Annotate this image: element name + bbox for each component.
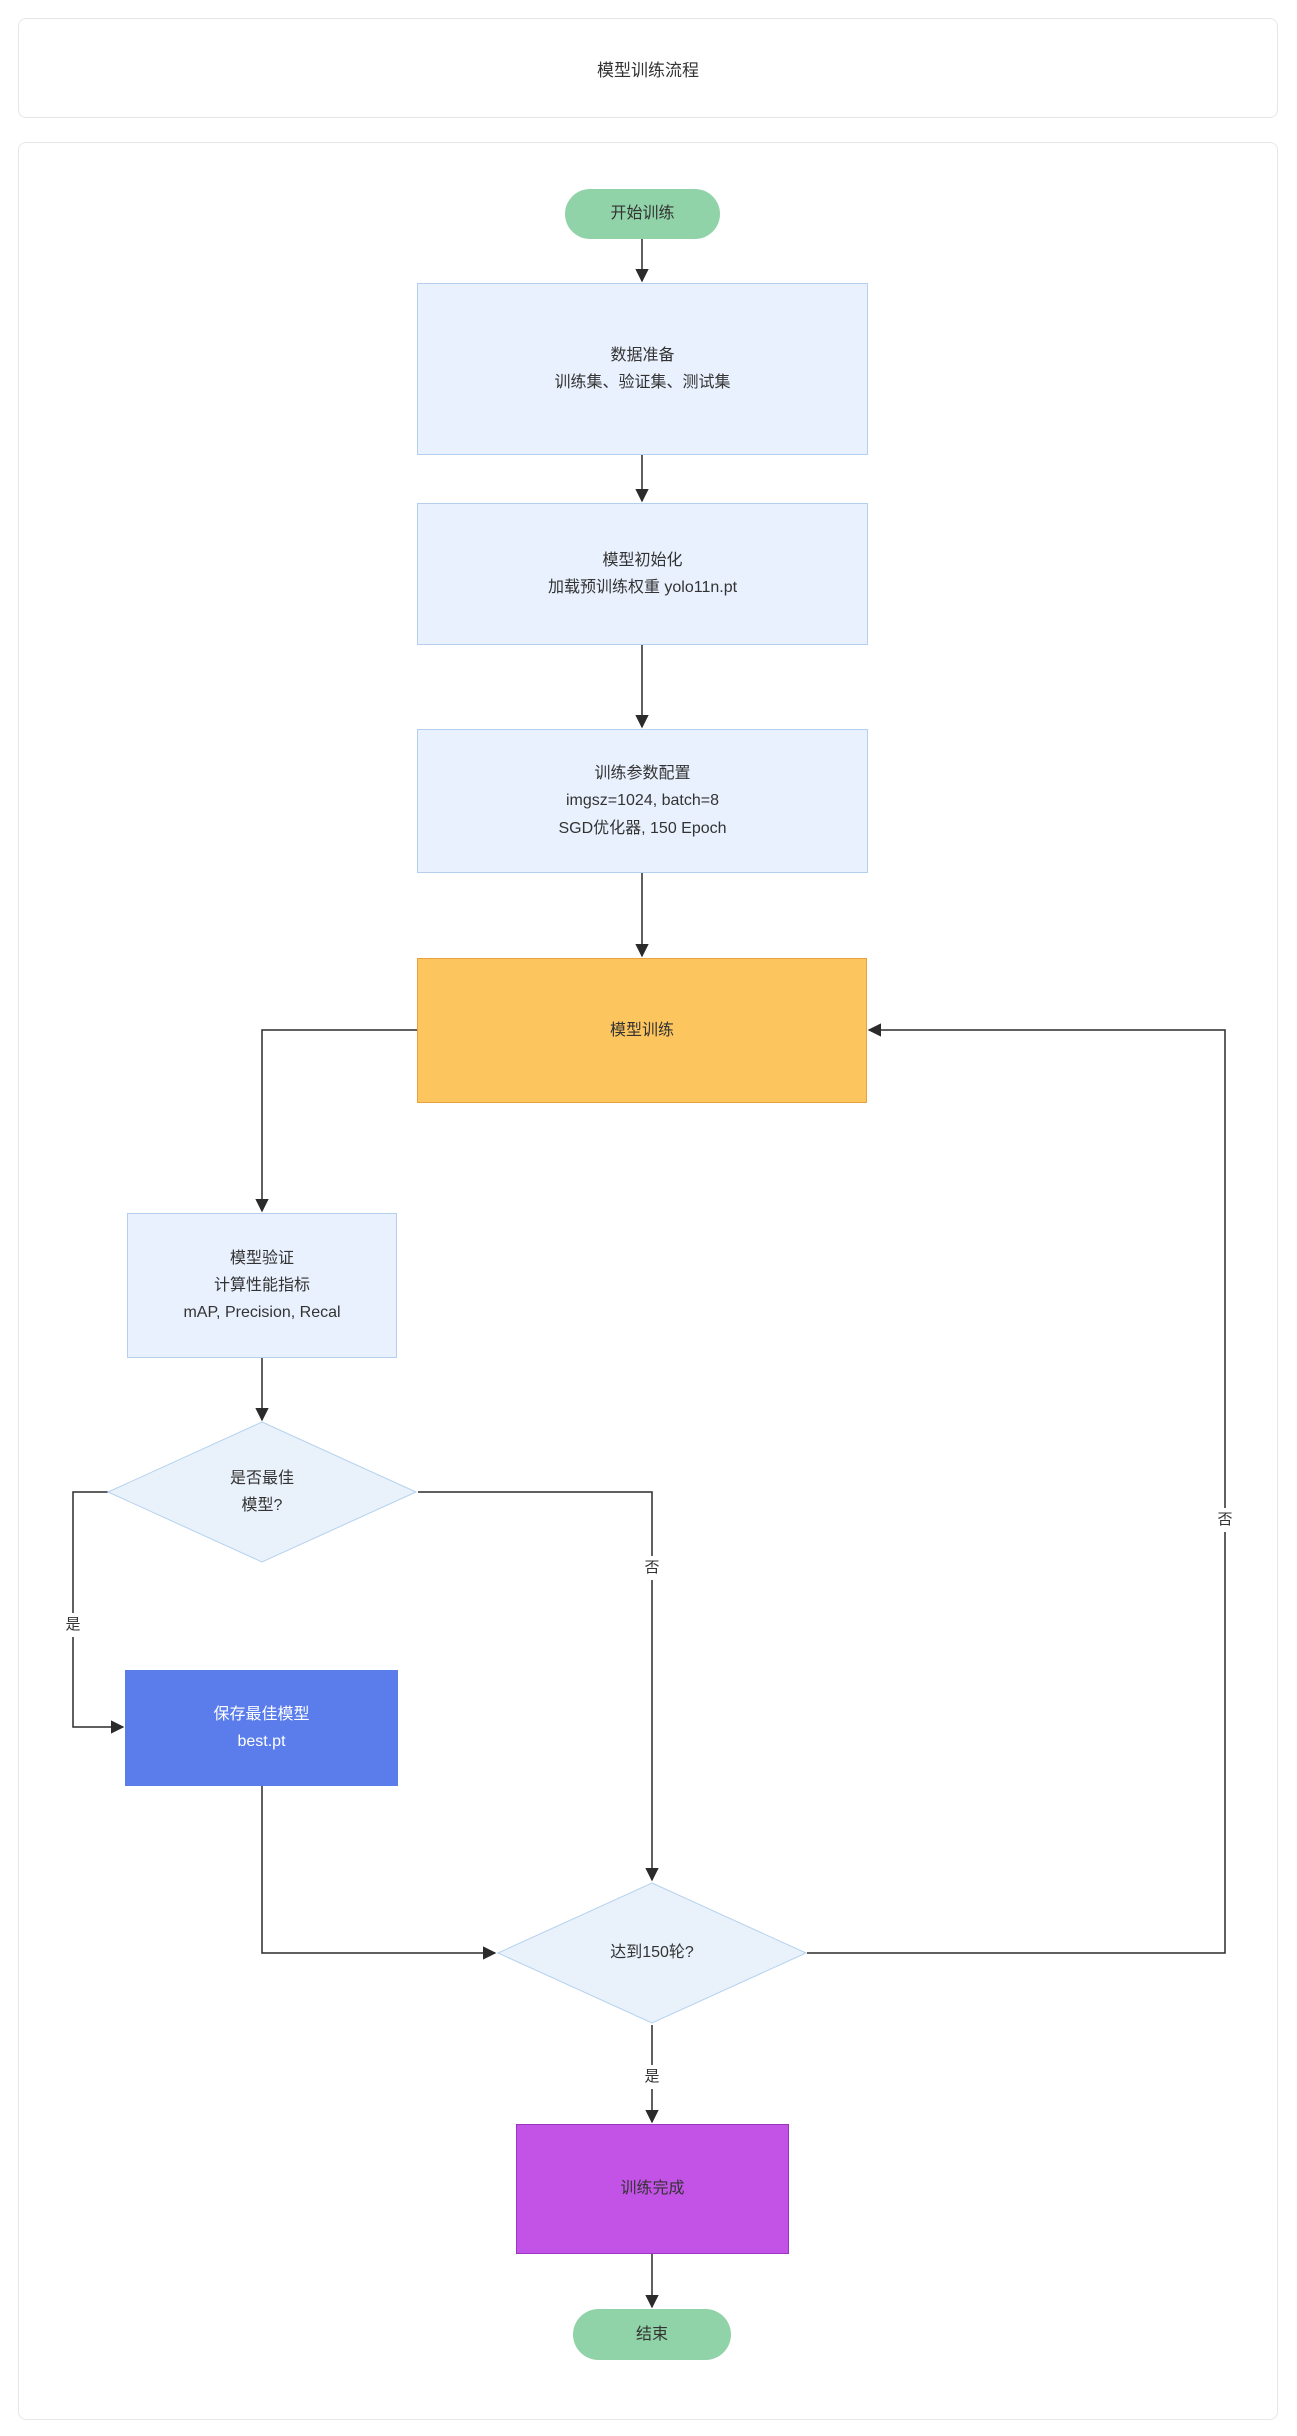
node-label-line: imgsz=1024, batch=8: [566, 792, 719, 810]
node-end[interactable]: 结束: [573, 2309, 731, 2360]
node-decision-epochs-reached[interactable]: 达到150轮?: [497, 1882, 807, 2024]
node-start[interactable]: 开始训练: [565, 189, 720, 239]
diamond-shape: [497, 1882, 807, 2024]
node-model-validation[interactable]: 模型验证 计算性能指标 mAP, Precision, Recal: [127, 1213, 397, 1358]
node-label-line: 保存最佳模型: [213, 1705, 310, 1723]
node-label-line: 达到150轮?: [610, 1944, 694, 1962]
node-model-training[interactable]: 模型训练: [417, 958, 867, 1103]
node-label-line: 模型?: [241, 1497, 283, 1514]
node-model-init[interactable]: 模型初始化 加载预训练权重 yolo11n.pt: [417, 503, 868, 645]
node-label-line: mAP, Precision, Recal: [183, 1304, 341, 1322]
node-train-config[interactable]: 训练参数配置 imgsz=1024, batch=8 SGD优化器, 150 E…: [417, 729, 868, 873]
node-label-line: SGD优化器, 150 Epoch: [558, 819, 727, 837]
diamond-shape: [107, 1421, 417, 1563]
edge-label-yes-best: 是: [62, 1613, 84, 1637]
node-save-best-model[interactable]: 保存最佳模型 best.pt: [125, 1670, 398, 1786]
node-label-line: 是否最佳: [229, 1469, 294, 1487]
node-label-line: best.pt: [237, 1733, 286, 1750]
node-label-line: 训练参数配置: [594, 765, 691, 783]
node-data-preparation[interactable]: 数据准备 训练集、验证集、测试集: [417, 283, 868, 455]
node-label-line: 训练集、验证集、测试集: [554, 374, 731, 391]
node-start-label: 开始训练: [610, 205, 675, 223]
node-label-line: 训练完成: [620, 2180, 685, 2198]
node-end-label: 结束: [635, 2325, 668, 2343]
node-label-line: 计算性能指标: [213, 1276, 310, 1294]
node-training-complete[interactable]: 训练完成: [516, 2124, 789, 2254]
edge-label-yes-epochs: 是: [641, 2065, 663, 2089]
title-bar: 模型训练流程: [18, 18, 1278, 118]
node-label-line: 模型训练: [609, 1021, 674, 1039]
node-decision-best-model[interactable]: 是否最佳 模型?: [107, 1421, 417, 1563]
page-title: 模型训练流程: [597, 60, 699, 80]
node-label-line: 数据准备: [610, 346, 675, 364]
edge-label-no-best: 否: [641, 1556, 663, 1580]
edge-label-no-epochs: 否: [1214, 1508, 1236, 1532]
node-label-line: 模型验证: [229, 1249, 294, 1267]
node-label-line: 加载预训练权重 yolo11n.pt: [547, 579, 738, 596]
node-label-line: 模型初始化: [602, 551, 683, 569]
